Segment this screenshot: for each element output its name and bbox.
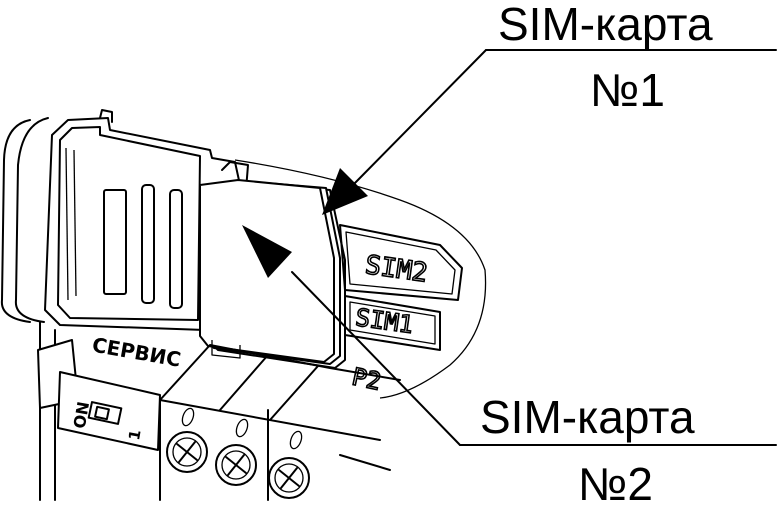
callout-sim2-title: SIM-карта (480, 391, 695, 443)
port-p2-label: P2 (349, 363, 383, 396)
callout-sim2 (242, 225, 777, 446)
slot-labels: SIM2 SIM1 (339, 224, 463, 351)
terminal-screw (215, 444, 257, 486)
callout-sim1-title: SIM-карта (498, 0, 713, 50)
arrow-head-sim1 (322, 168, 368, 215)
callout-sim2-number: №2 (578, 458, 653, 510)
switch-on-label: ON (70, 400, 93, 430)
terminal-block: P2 (159, 344, 401, 501)
sim-card-stack (199, 179, 346, 369)
callout-sim1-number: №1 (590, 64, 665, 116)
switch-position-label: 1 (125, 428, 145, 441)
slot-sim2-label: SIM2 (363, 250, 429, 288)
terminal-screw (268, 457, 310, 499)
service-label: СЕРВИС (90, 333, 182, 372)
terminal-screw (166, 431, 208, 473)
callout-sim1 (322, 49, 777, 215)
sim-holder (44, 109, 249, 331)
arrow-head-sim2 (242, 225, 292, 278)
slot-sim1-label: SIM1 (354, 303, 415, 339)
service-switch-area: СЕРВИС ON 1 (37, 333, 183, 451)
